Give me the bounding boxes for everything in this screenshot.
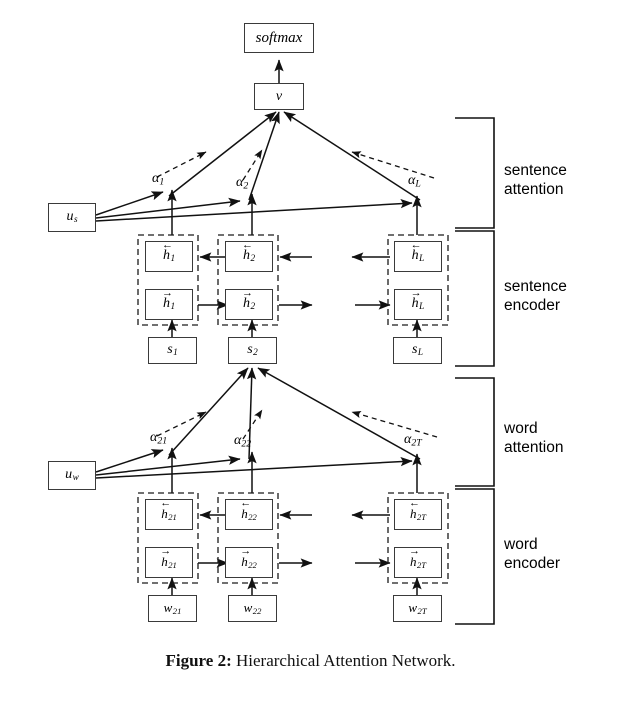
label-word-attention-line2: attention — [504, 438, 564, 456]
bracket-sentence-encoder — [455, 230, 495, 367]
dashed-alpha2-sentence — [242, 149, 263, 181]
dashed-alpha2T — [351, 411, 438, 438]
node-word-backward-h2T: ←h2T — [394, 497, 442, 530]
dashed-alpha1-sentence — [156, 151, 207, 178]
s1-label: s1 — [167, 342, 178, 358]
h-fwd-2T-label: →h2T — [408, 545, 427, 571]
node-word-input-2T: w2T — [393, 595, 442, 622]
alpha-sentence-L: αL — [408, 173, 421, 190]
dashed-group-word-T — [387, 492, 449, 584]
h-fwd-21-label: →h21 — [160, 545, 177, 571]
label-sentence-attention-line1: sentence — [504, 162, 567, 179]
arrow-uw-to-alpha2T — [95, 456, 413, 479]
label-sentence-attention: sentence attention — [504, 162, 567, 200]
softmax-label: softmax — [255, 29, 303, 46]
dashed-group-sentence-1 — [137, 234, 199, 326]
node-word-input-22: w22 — [228, 595, 277, 622]
figure-caption: Figure 2: Hierarchical Attention Network… — [0, 651, 621, 671]
h-bwd-2T-label: ←h2T — [408, 497, 427, 523]
dashed-group-sentence-L — [387, 234, 449, 326]
label-sentence-attention-line2: attention — [504, 180, 564, 198]
figure-caption-label: Figure 2: — [165, 651, 232, 670]
alpha-sentence-1: α1 — [152, 171, 165, 188]
arrow-wordT-to-s2 — [257, 367, 421, 460]
node-sentence-backward-h2: ←h2 — [225, 239, 273, 272]
w22-label: w22 — [243, 600, 262, 617]
node-sentence-backward-h1: ←h1 — [145, 239, 193, 272]
h-bwd-22-label: ←h22 — [240, 497, 257, 523]
dashed-group-word-1 — [137, 492, 199, 584]
figure-caption-text: Hierarchical Attention Network. — [236, 651, 456, 670]
node-softmax: softmax — [244, 23, 314, 53]
h-bwd-21-label: ←h21 — [160, 497, 177, 523]
bracket-sentence-attention — [455, 117, 495, 229]
node-us-context-vector: us — [48, 203, 96, 232]
label-word-attention-line1: word — [504, 420, 538, 437]
arrow-us-to-alpha1 — [95, 191, 164, 216]
alpha-word-21: α21 — [150, 430, 168, 447]
bracket-word-attention — [455, 377, 495, 487]
node-word-forward-h22: →h22 — [225, 545, 273, 578]
node-sentence-forward-hL: →hL — [394, 287, 442, 320]
label-word-encoder-line2: encoder — [504, 554, 561, 572]
arrow-word1-to-s2 — [168, 367, 249, 456]
label-sentence-encoder-line1: sentence — [504, 278, 567, 295]
arrow-uw-to-alpha21 — [95, 449, 164, 473]
h-fwd-1-label: →h1 — [161, 287, 176, 312]
v-label: v — [275, 88, 283, 104]
h-bwd-1-label: ←h1 — [161, 239, 176, 264]
dashed-alphaL-sentence — [351, 151, 435, 179]
arrow-sentL-to-v — [283, 111, 421, 201]
h-bwd-2-label: ←h2 — [241, 239, 256, 264]
node-word-backward-h21: ←h21 — [145, 497, 193, 530]
arrow-sent2-to-v — [248, 111, 280, 201]
label-sentence-encoder: sentence encoder — [504, 278, 567, 316]
label-sentence-encoder-line2: encoder — [504, 296, 561, 314]
sL-label: sL — [411, 342, 424, 358]
label-word-attention: word attention — [504, 420, 563, 458]
node-word-forward-h21: →h21 — [145, 545, 193, 578]
arrow-sent1-to-v — [168, 111, 277, 197]
label-word-encoder: word encoder — [504, 536, 560, 574]
bracket-word-encoder — [455, 488, 495, 625]
node-word-backward-h22: ←h22 — [225, 497, 273, 530]
alpha-word-2T: α2T — [404, 432, 422, 449]
h-fwd-22-label: →h22 — [240, 545, 257, 571]
dashed-alpha21 — [156, 411, 207, 437]
node-sentence-backward-hL: ←hL — [394, 239, 442, 272]
w21-label: w21 — [163, 600, 182, 617]
dashed-alpha22 — [242, 409, 263, 440]
node-uw-context-vector: uw — [48, 461, 96, 490]
node-sentence-input-2: s2 — [228, 337, 277, 364]
node-sentence-forward-h1: →h1 — [145, 287, 193, 320]
label-word-encoder-line1: word — [504, 536, 538, 553]
w2T-label: w2T — [408, 600, 427, 617]
dashed-group-sentence-2 — [217, 234, 279, 326]
s2-label: s2 — [247, 342, 258, 358]
arrow-uw-to-alpha22 — [95, 455, 241, 476]
dashed-group-word-2 — [217, 492, 279, 584]
h-fwd-L-label: →hL — [410, 287, 425, 312]
arrow-us-to-alphaL — [95, 199, 413, 222]
h-fwd-2-label: →h2 — [241, 287, 256, 312]
alpha-word-22: α22 — [234, 433, 252, 450]
node-sentence-forward-h2: →h2 — [225, 287, 273, 320]
us-label: us — [66, 209, 78, 225]
arrow-us-to-alpha2 — [95, 197, 241, 219]
h-bwd-L-label: ←hL — [410, 239, 425, 264]
node-word-input-21: w21 — [148, 595, 197, 622]
uw-label: uw — [65, 467, 79, 483]
alpha-sentence-2: α2 — [236, 175, 249, 192]
node-word-forward-h2T: →h2T — [394, 545, 442, 578]
node-document-vector: v — [254, 83, 304, 110]
arrow-word2-to-s2 — [246, 367, 257, 460]
node-sentence-input-L: sL — [393, 337, 442, 364]
node-sentence-input-1: s1 — [148, 337, 197, 364]
